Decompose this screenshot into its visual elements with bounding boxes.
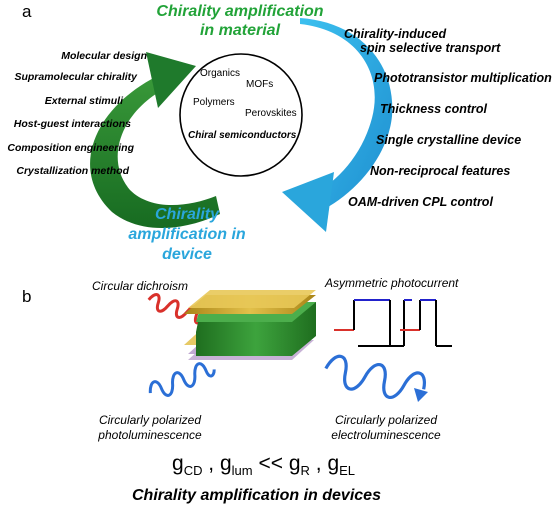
formula-sub-cd: CD	[183, 463, 203, 479]
circle-item-perovskites: Perovskites	[245, 108, 297, 119]
formula-operator: <<	[258, 452, 283, 475]
formula-sub-lum: lum	[231, 463, 253, 479]
formula-sub-r: R	[300, 463, 310, 479]
formula-g-el: g	[327, 452, 340, 475]
left-item: Composition engineering	[7, 142, 134, 154]
blue-title: Chirality amplification in device	[112, 205, 262, 265]
red-helix-icon	[147, 293, 205, 325]
left-item: External stimuli	[44, 95, 123, 107]
left-item: Supramolecular chirality	[14, 71, 137, 83]
green-title-line-1: Chirality amplification	[156, 3, 324, 20]
green-cycle-arrow	[90, 52, 221, 229]
cp-photoluminescence-label: Circularly polarized photoluminescence	[80, 413, 220, 443]
left-item: Molecular design	[61, 50, 147, 62]
formula-g-cd: g	[172, 452, 184, 475]
right-item: Phototransistor multiplication	[374, 71, 552, 85]
panel-a-label: a	[22, 2, 32, 21]
cp-electroluminescence-label: Circularly polarized electroluminescence	[316, 413, 456, 443]
circular-dichroism-label: Circular dichroism	[92, 279, 189, 293]
material-circle	[179, 53, 303, 177]
circle-item-mofs: MOFs	[246, 79, 274, 90]
right-item: Thickness control	[380, 102, 487, 116]
cp-photoluminescence-line-2: photoluminescence	[98, 428, 202, 442]
cp-electroluminescence-line-1: Circularly polarized	[334, 413, 438, 427]
circle-item-polymers: Polymers	[193, 97, 235, 108]
formula-g-lum: g	[219, 452, 232, 475]
asymmetric-photocurrent-label: Asymmetric photocurrent	[325, 276, 459, 290]
right-item: OAM-driven CPL control	[348, 195, 493, 209]
formula-g-r: g	[288, 452, 301, 475]
right-item: Single crystalline device	[376, 133, 522, 147]
circle-item-organics: Organics	[200, 68, 241, 79]
right-item: Non-reciprocal features	[370, 164, 511, 178]
blue-helix-right-icon	[324, 354, 428, 402]
formula-sub-el: EL	[339, 463, 356, 479]
right-item: Chirality-induced	[344, 27, 447, 41]
blue-cycle-arrow	[282, 18, 393, 232]
dissymmetry-formula: gCD , glum << gR , gEL	[172, 452, 356, 479]
blue-title-line-2: amplification in	[128, 226, 246, 243]
device-stack	[184, 290, 316, 360]
circle-item-chiral: Chiral semiconductors	[188, 130, 297, 141]
panel-b-label: b	[22, 287, 32, 306]
cp-photoluminescence-line-1: Circularly polarized	[98, 413, 202, 427]
blue-title-line-3: device	[162, 246, 212, 263]
photocurrent-waveform	[334, 299, 452, 347]
green-title: Chirality amplification in material	[150, 2, 330, 40]
bottom-title: Chirality amplification in devices	[132, 487, 381, 504]
blue-helix-left-icon	[148, 362, 216, 397]
left-item: Host-guest interactions	[13, 118, 131, 130]
blue-title-line-1: Chirality	[154, 206, 219, 223]
left-item: Crystallization method	[16, 165, 129, 177]
right-item: spin selective transport	[360, 41, 501, 55]
cp-electroluminescence-line-2: electroluminescence	[331, 428, 441, 442]
green-title-line-2: in material	[199, 22, 281, 39]
